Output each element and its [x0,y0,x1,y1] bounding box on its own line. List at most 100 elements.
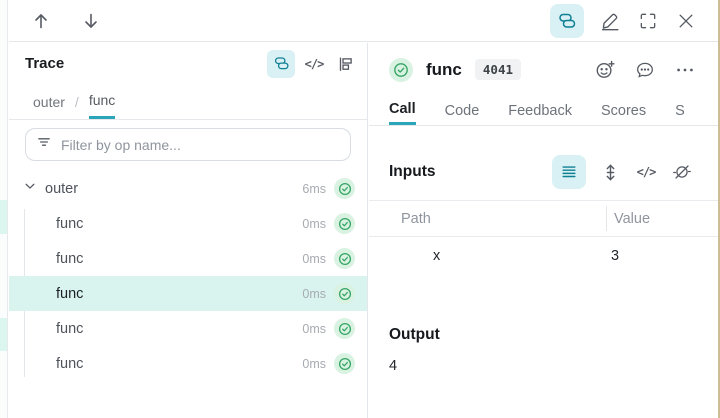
smiley-plus-icon [594,59,616,81]
topbar-actions [550,3,698,38]
call-detail-panel: func 4041 [369,43,720,418]
chat-dots-icon [634,59,656,81]
filter-icon [36,134,52,155]
op-name: func [56,250,84,267]
stack-view-button[interactable] [267,49,295,78]
duration-label: 0ms [302,216,326,231]
pencil-icon [599,10,621,32]
call-actions [593,58,697,82]
trace-tree-row[interactable]: func 0ms [9,241,367,276]
background-row-highlight [0,200,7,234]
stack-view-icon [557,11,577,31]
tab-code[interactable]: Code [444,102,480,119]
fullscreen-button[interactable] [636,9,660,33]
duration-label: 0ms [302,286,326,301]
inputs-table-header: Path Value [369,200,720,237]
call-header: func 4041 [369,43,720,96]
code-view-button[interactable]: </> [634,160,658,184]
background-row-highlight [0,318,7,351]
next-call-button[interactable] [79,9,103,33]
breadcrumb-item-func[interactable]: func [88,84,116,119]
duration-label: 0ms [302,321,326,336]
op-name: func [56,320,84,337]
inputs-table: Path Value x 3 [369,200,720,274]
close-icon [676,11,696,31]
tab-feedback[interactable]: Feedback [508,102,572,119]
op-filter-input[interactable] [61,136,340,153]
trace-tree-row[interactable]: func 0ms [9,311,367,346]
ellipsis-icon [674,59,696,81]
list-view-icon [560,163,578,181]
call-id-badge[interactable]: 4041 [474,59,521,80]
op-name: outer [45,180,79,197]
detail-tabs: Call Code Feedback Scores S [369,96,720,126]
op-name: func [56,285,84,302]
op-name: func [56,355,84,372]
comment-button[interactable] [633,58,657,82]
trace-tree-row-selected[interactable]: func 0ms [9,276,367,311]
inputs-table-row[interactable]: x 3 [369,237,720,274]
tab-scores[interactable]: Scores [600,102,647,119]
success-check-icon [334,353,355,374]
inputs-view-switcher: </> [552,155,694,189]
success-check-icon [334,248,355,269]
code-view-button[interactable]: </> [302,52,326,76]
success-check-icon [334,283,355,304]
breadcrumb-item-outer[interactable]: outer [33,93,65,110]
screenshot-edge-artifact [718,0,720,418]
output-section: Output 4 [369,326,720,374]
duration-label: 0ms [302,356,326,371]
edit-button[interactable] [598,9,622,33]
arrow-up-icon [31,11,51,31]
expand-vertical-icon [601,163,620,182]
trace-tree-row[interactable]: func 0ms [9,206,367,241]
tab-call[interactable]: Call [389,96,416,125]
op-filter [25,128,351,161]
list-view-button[interactable] [552,155,586,189]
stack-view-button[interactable] [550,3,584,38]
inputs-heading: Inputs [389,163,436,180]
output-heading: Output [389,326,440,343]
chevron-down-icon[interactable] [23,179,37,198]
trace-tree-row[interactable]: outer 6ms [9,171,367,206]
fullscreen-icon [638,11,658,31]
hide-button[interactable] [670,160,694,184]
stack-view-icon [273,55,290,72]
success-check-icon [334,178,355,199]
op-name: func [56,215,84,232]
success-check-icon [334,318,355,339]
trace-panel: Trace </> outer / func [9,43,368,418]
column-divider[interactable] [606,206,607,231]
eye-off-icon [672,162,692,182]
column-header-path: Path [401,210,431,227]
breadcrumb-separator: / [74,93,79,110]
duration-label: 0ms [302,251,326,266]
code-icon: </> [304,56,325,71]
code-icon: </> [636,165,657,179]
close-button[interactable] [674,9,698,33]
input-value-cell: 3 [611,247,620,264]
call-title: func [426,59,462,79]
trace-panel-header: Trace </> [9,43,367,84]
arrow-down-icon [81,11,101,31]
previous-call-button[interactable] [29,9,53,33]
trace-tree: outer 6ms func 0ms func 0ms [9,171,367,381]
expand-rows-button[interactable] [598,160,622,184]
flame-graph-view-button[interactable] [333,52,357,76]
trace-panel-title: Trace [25,55,65,72]
trace-tree-row[interactable]: func 0ms [9,346,367,381]
tab-summary-truncated[interactable]: S [675,102,685,119]
output-value: 4 [389,358,398,374]
background-table-sliver [0,0,8,418]
topbar [9,0,720,42]
trace-view-switcher: </> [267,49,357,78]
input-path-cell: x [433,247,441,264]
inputs-section-header: Inputs </> [369,152,720,192]
add-reaction-button[interactable] [593,58,617,82]
success-check-icon [334,213,355,234]
flame-graph-icon [336,55,354,73]
more-options-button[interactable] [673,58,697,82]
breadcrumb: outer / func [9,84,367,120]
duration-label: 6ms [302,181,326,196]
